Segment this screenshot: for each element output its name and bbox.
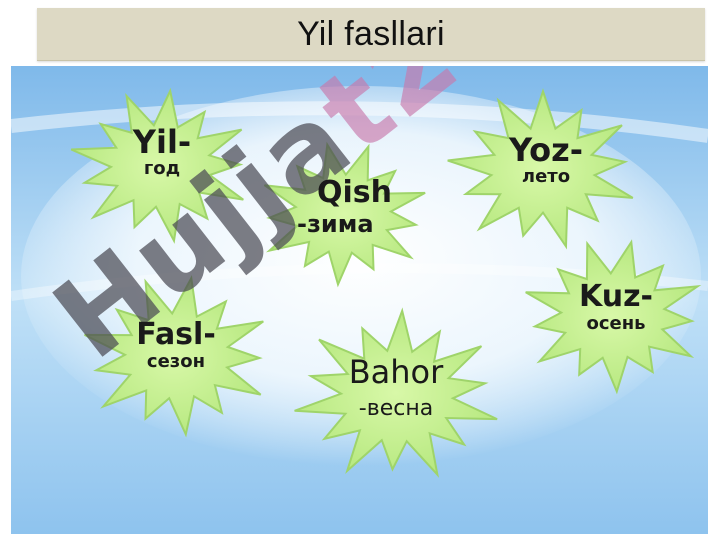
star-translation: сезон [146, 351, 206, 372]
star-translation: осень [586, 313, 646, 334]
star-translation: год [143, 158, 181, 179]
star-qish: Qish -зима [297, 175, 407, 238]
star-shape-bahor [294, 307, 498, 478]
star-shape-fasl [84, 275, 264, 438]
star-translation: лето [521, 166, 571, 187]
star-word: Fasl- [136, 317, 216, 352]
light-arc-top [11, 101, 708, 143]
title-bar: Yil fasllari [37, 8, 705, 61]
star-bahor: Bahor -весна [331, 356, 461, 420]
seasons-picture: Hujjat24 Yil- год Qish -зима Yoz- лето K… [11, 66, 708, 534]
star-word: Bahor [348, 353, 444, 391]
star-shape-yoz [447, 88, 634, 250]
star-word: Yoz- [508, 131, 584, 169]
star-word: Yil- [132, 123, 192, 161]
star-translation: -весна [358, 396, 434, 421]
star-yoz: Yoz- лето [481, 134, 611, 186]
background-art [11, 66, 708, 534]
star-word: Qish [317, 175, 392, 210]
slide-title: Yil fasllari [297, 14, 445, 53]
star-shape-kuz [525, 239, 702, 395]
star-fasl: Fasl- сезон [116, 320, 236, 371]
star-shape-qish [263, 141, 426, 288]
star-kuz: Kuz- осень [556, 282, 676, 333]
star-translation: -зима [297, 210, 374, 238]
star-word: Kuz- [579, 279, 653, 314]
star-shape-yil [70, 87, 244, 244]
star-yil: Yil- год [97, 126, 227, 178]
